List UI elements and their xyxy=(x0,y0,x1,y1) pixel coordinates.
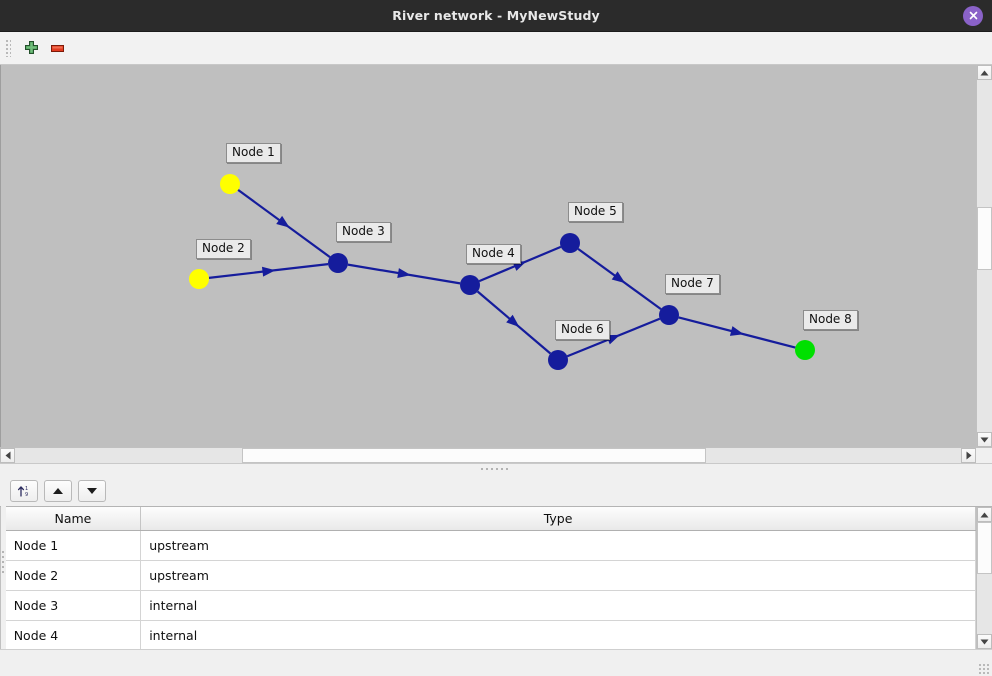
horizontal-scroll-track[interactable] xyxy=(15,448,961,463)
vertical-scroll-thumb[interactable] xyxy=(977,206,992,271)
chevron-left-icon xyxy=(5,451,10,460)
scroll-left-button[interactable] xyxy=(0,448,15,463)
diagram-panel: Node 1 Node 2 Node 3 Node 4 Node 5 Node 6 Node… xyxy=(0,65,992,463)
vertical-splitter-grip-icon xyxy=(1,551,5,573)
main-toolbar xyxy=(0,32,992,65)
graph-node-node1[interactable] xyxy=(220,174,240,194)
edge-arrow-node7-node8 xyxy=(729,326,744,336)
vertical-scroll-track[interactable] xyxy=(977,80,992,432)
table-cell[interactable]: Node 4 xyxy=(5,620,142,649)
graph-node-node4[interactable] xyxy=(460,275,480,295)
window-resize-grip-icon[interactable] xyxy=(979,664,989,674)
table-cell[interactable]: upstream xyxy=(140,530,976,561)
nodes-vertical-scrollbar[interactable] xyxy=(975,507,992,649)
edge-arrow-node1-node3 xyxy=(276,215,290,228)
table-cell[interactable]: internal xyxy=(140,590,976,621)
graph-node-node5[interactable] xyxy=(560,233,580,253)
graph-node-node6[interactable] xyxy=(548,350,568,370)
column-header-type[interactable]: Type xyxy=(140,507,976,531)
svg-text:1: 1 xyxy=(25,486,28,492)
edge-arrow-node2-node3 xyxy=(261,266,276,277)
drag-dots-icon xyxy=(6,39,11,57)
table-cell[interactable]: Node 3 xyxy=(5,590,142,621)
scrollbar-corner xyxy=(976,448,992,463)
network-graph xyxy=(189,174,815,370)
graph-node-node2[interactable] xyxy=(189,269,209,289)
nodes-sort-button[interactable]: 1 9 xyxy=(9,479,38,502)
canvas-horizontal-scrollbar[interactable] xyxy=(0,447,992,463)
table-cell[interactable]: upstream xyxy=(140,560,976,591)
graph-node-label-node3[interactable]: Node 3 xyxy=(336,222,391,242)
horizontal-splitter[interactable] xyxy=(0,463,992,475)
graph-node-label-node5[interactable]: Node 5 xyxy=(568,202,623,222)
graph-node-label-node4[interactable]: Node 4 xyxy=(466,244,521,264)
edge-arrow-node5-node7 xyxy=(611,271,626,284)
chevron-up-icon xyxy=(980,512,989,517)
nodes-scroll-thumb[interactable] xyxy=(976,522,992,574)
nodes-scroll-up-button[interactable] xyxy=(976,507,992,522)
window-titlebar: River network - MyNewStudy xyxy=(0,0,992,32)
graph-node-label-node1[interactable]: Node 1 xyxy=(226,143,281,163)
svg-text:9: 9 xyxy=(25,492,28,498)
scroll-right-button[interactable] xyxy=(961,448,976,463)
window-footer xyxy=(0,649,992,676)
reaches-vertical-scrollbar[interactable] xyxy=(0,507,1,649)
edge-arrow-node3-node4 xyxy=(397,268,411,278)
graph-node-node8[interactable] xyxy=(795,340,815,360)
scroll-down-button[interactable] xyxy=(977,432,992,447)
horizontal-scroll-thumb[interactable] xyxy=(242,448,706,463)
table-cell[interactable]: internal xyxy=(140,620,976,649)
nodes-scroll-down-button[interactable] xyxy=(976,634,992,649)
add-plus-icon xyxy=(24,40,38,54)
chevron-right-icon xyxy=(966,451,971,460)
nodes-scroll-track[interactable] xyxy=(976,522,992,634)
scroll-up-button[interactable] xyxy=(977,65,992,80)
canvas-vertical-scrollbar[interactable] xyxy=(976,65,992,447)
graph-node-label-node8[interactable]: Node 8 xyxy=(803,310,858,330)
toolbar-drag-handle[interactable] xyxy=(4,37,13,59)
graph-node-node7[interactable] xyxy=(659,305,679,325)
chevron-down-icon xyxy=(980,639,989,644)
vertical-splitter[interactable] xyxy=(0,475,6,649)
nodes-move-down-button[interactable] xyxy=(77,479,106,502)
arrow-up-icon xyxy=(52,487,63,494)
nodes-toolbar: 1 9 xyxy=(5,475,992,506)
table-cell[interactable]: Node 1 xyxy=(5,530,142,561)
column-header-name[interactable]: Name xyxy=(5,507,142,531)
graph-node-node3[interactable] xyxy=(328,253,348,273)
nodes-layer xyxy=(189,174,815,370)
remove-minus-icon xyxy=(50,44,64,52)
window-title: River network - MyNewStudy xyxy=(392,8,600,23)
remove-node-button[interactable] xyxy=(44,35,70,61)
chevron-up-icon xyxy=(980,70,989,75)
splitter-grip-icon xyxy=(481,468,511,471)
graph-node-label-node7[interactable]: Node 7 xyxy=(665,274,720,294)
river-network-canvas[interactable]: Node 1 Node 2 Node 3 Node 4 Node 5 Node 6 Node… xyxy=(0,65,976,447)
graph-node-label-node2[interactable]: Node 2 xyxy=(196,239,251,259)
nodes-move-up-button[interactable] xyxy=(43,479,72,502)
edge-arrow-node4-node6 xyxy=(506,314,520,328)
graph-node-label-node6[interactable]: Node 6 xyxy=(555,320,610,340)
table-cell[interactable]: Node 2 xyxy=(5,560,142,591)
edges-layer xyxy=(208,189,796,358)
close-icon[interactable] xyxy=(963,5,983,26)
sort-ascending-icon: 1 9 xyxy=(17,486,28,498)
add-node-button[interactable] xyxy=(18,35,44,61)
chevron-down-icon xyxy=(980,437,989,442)
arrow-down-icon xyxy=(86,487,97,494)
